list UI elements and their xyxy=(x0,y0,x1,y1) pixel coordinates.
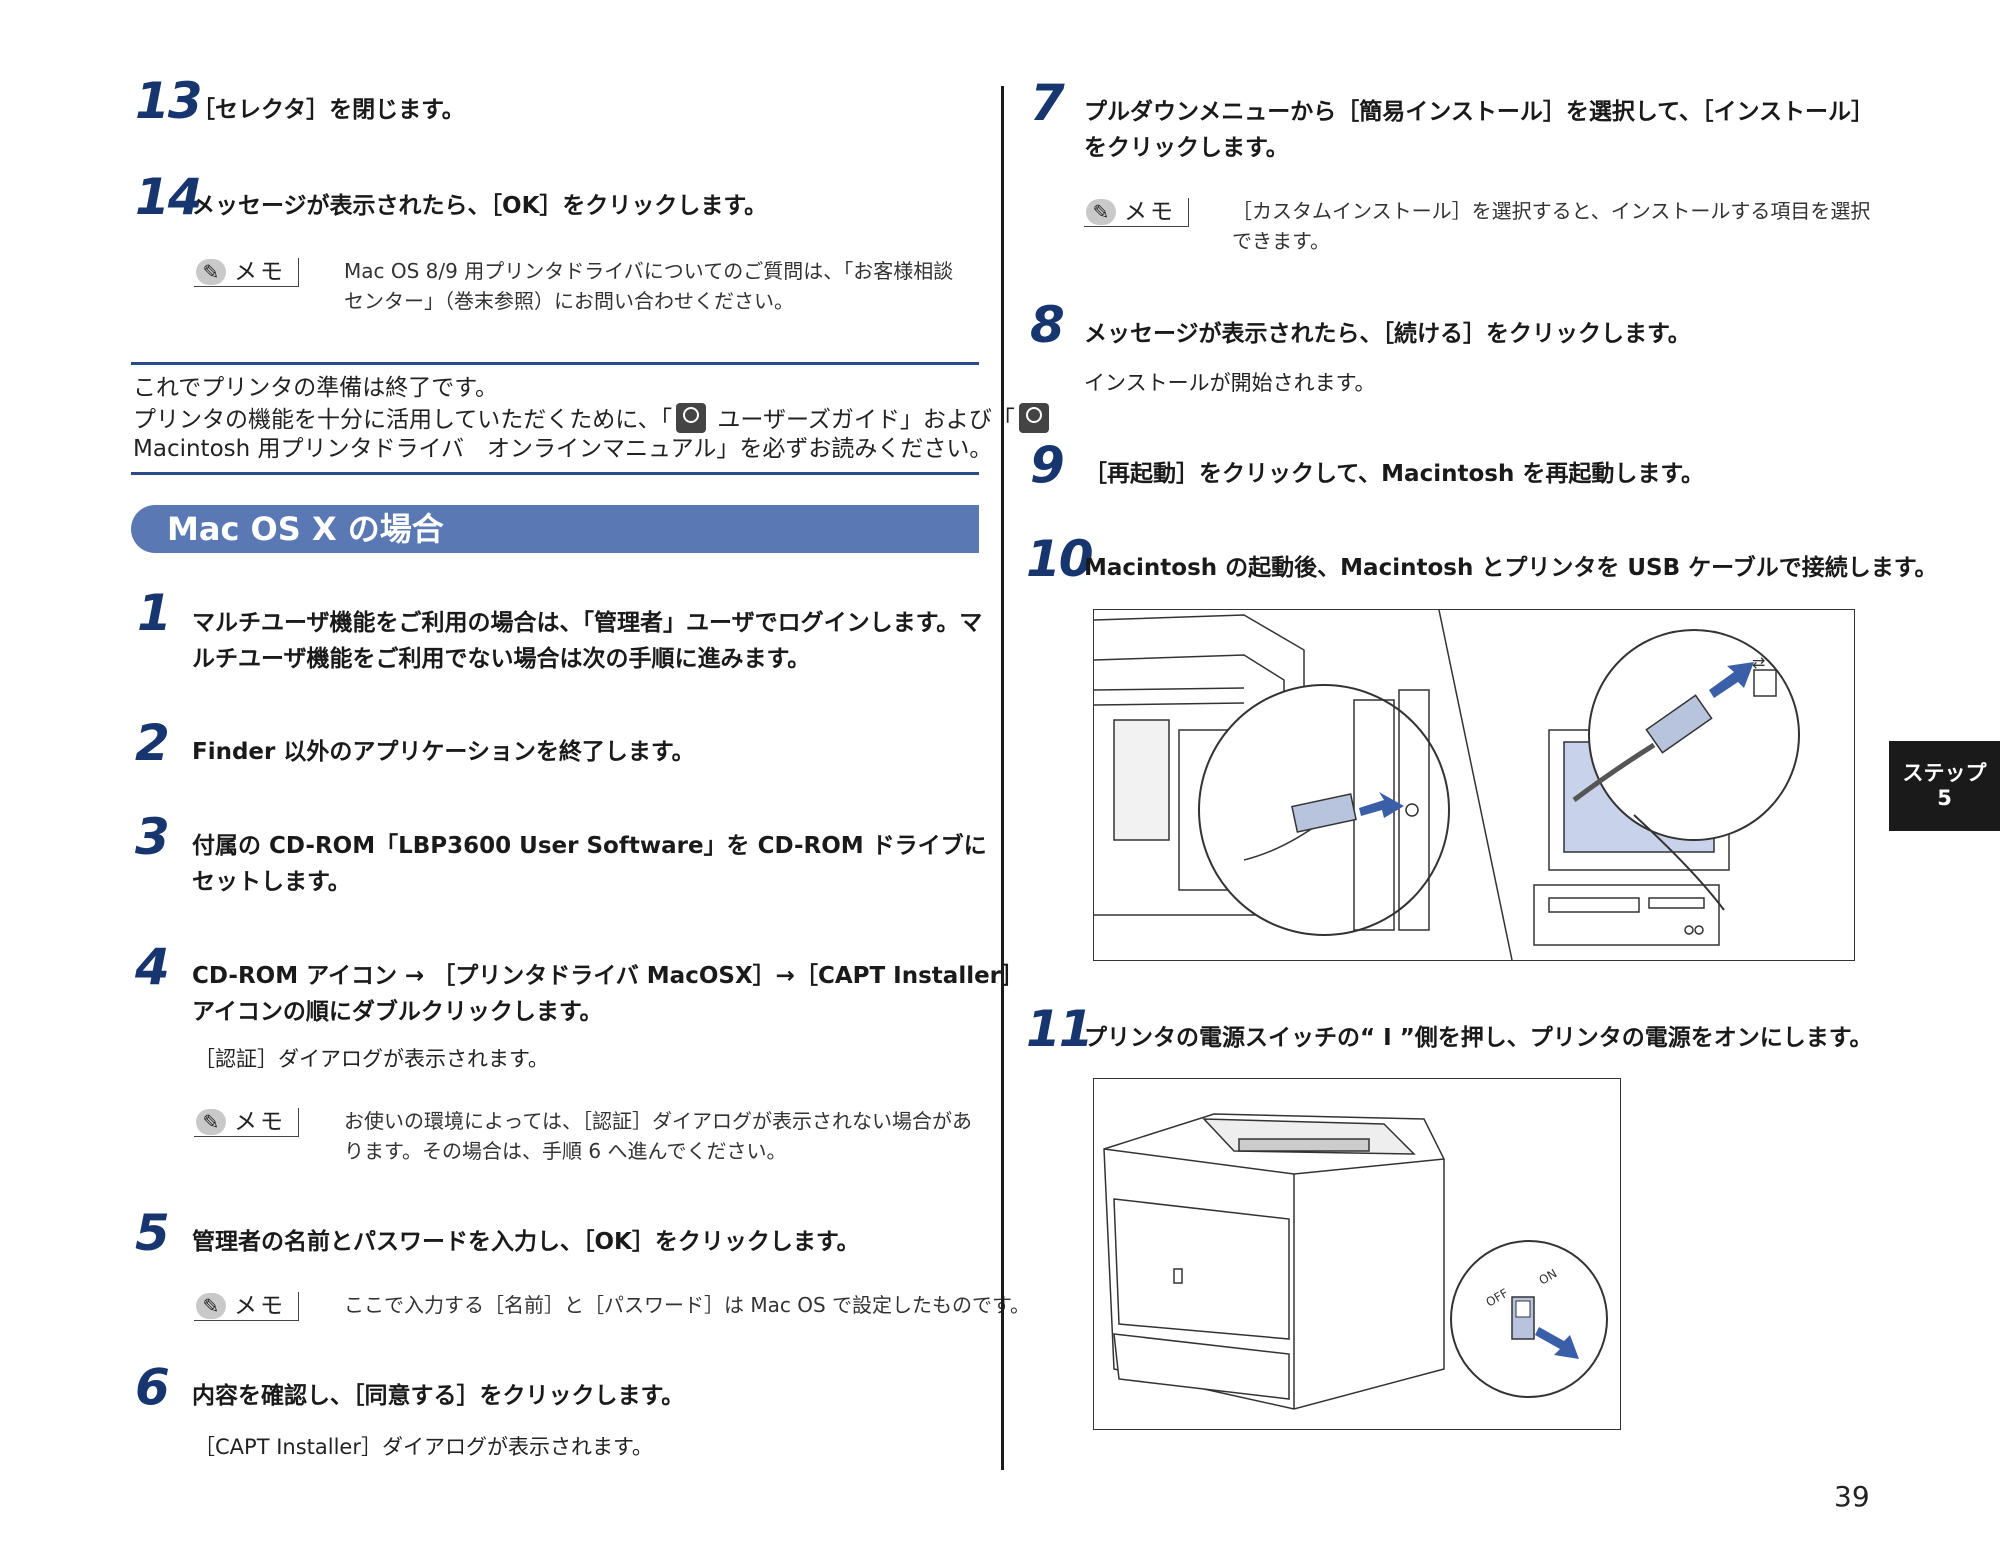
memo-text: Mac OS 8/9 用プリンタドライバについてのご質問は、「お客様相談 センタ… xyxy=(344,256,953,316)
usb-connection-figure: ⇄ xyxy=(1093,609,1855,961)
step-line: セットします。 xyxy=(192,869,351,895)
step-11-number: 11 xyxy=(1026,1000,1094,1058)
completion-notice: これでプリンタの準備は終了です。 プリンタの機能を十分に活用していただくために、… xyxy=(133,374,1049,464)
step-4-sub: ［認証］ダイアログが表示されます。 xyxy=(194,1047,549,1071)
step-4-number: 4 xyxy=(135,938,170,996)
step-10-number: 10 xyxy=(1026,530,1094,588)
section-title: Mac OS X の場合 xyxy=(167,510,444,548)
divider-bottom xyxy=(131,472,979,475)
memo-label: メモ xyxy=(234,1293,286,1319)
step-10-text: Macintosh の起動後、Macintosh とプリンタを USB ケーブル… xyxy=(1084,555,1938,581)
memo-line: ここで入力する［名前］と［パスワード］は Mac OS で設定したものです。 xyxy=(344,1293,1031,1317)
step-1-number: 1 xyxy=(137,584,172,642)
memo-line: ります。その場合は、手順 6 へ進んでください。 xyxy=(344,1139,787,1163)
printer-illustration: OFF ON xyxy=(1103,1113,1608,1410)
memo-label: メモ xyxy=(1124,199,1176,225)
step-line: CD-ROM アイコン → ［プリンタドライバ MacOSX］→［CAPT In… xyxy=(192,963,1025,989)
pencil-icon: ✎ xyxy=(1086,199,1116,225)
memo-line: できます。 xyxy=(1232,229,1330,253)
power-switch-figure: OFF ON xyxy=(1093,1078,1621,1430)
step-tab-label: ステップ xyxy=(1902,761,1987,785)
step-8-sub: インストールが開始されます。 xyxy=(1084,371,1376,395)
section-header: Mac OS X の場合 xyxy=(131,505,979,553)
memo-line: センター」（巻末参照）にお問い合わせください。 xyxy=(344,289,794,313)
memo-badge: ✎ メモ xyxy=(194,1108,299,1137)
memo-text: お使いの環境によっては、［認証］ダイアログが表示されない場合があ ります。その場… xyxy=(344,1106,972,1166)
step-11-text: プリンタの電源スイッチの“ I ”側を押し、プリンタの電源をオンにします。 xyxy=(1084,1025,1873,1051)
memo-line: Mac OS 8/9 用プリンタドライバについてのご質問は、「お客様相談 xyxy=(344,259,954,283)
usb-icon: ⇄ xyxy=(1752,653,1765,672)
step-4-text: CD-ROM アイコン → ［プリンタドライバ MacOSX］→［CAPT In… xyxy=(192,958,1024,1030)
step-13-number: 13 xyxy=(135,72,203,130)
memo-line: お使いの環境によっては、［認証］ダイアログが表示されない場合があ xyxy=(344,1109,972,1133)
memo-line: ［カスタムインストール］を選択すると、インストールする項目を選択 xyxy=(1232,199,1871,223)
cd-rom-icon xyxy=(1018,403,1049,433)
step-14-text: メッセージが表示されたら、［OK］をクリックします。 xyxy=(192,193,768,219)
step-14-number: 14 xyxy=(135,168,203,226)
cd-rom-icon xyxy=(676,403,707,433)
memo-text: ［カスタムインストール］を選択すると、インストールする項目を選択 できます。 xyxy=(1232,196,1870,256)
notice-line: Macintosh 用プリンタドライバ オンラインマニュアル」を必ずお読みくださ… xyxy=(133,436,993,462)
step-3-text: 付属の CD-ROM「LBP3600 User Software」を CD-RO… xyxy=(192,828,987,900)
step-tab-number: 5 xyxy=(1937,786,1952,810)
step-7-number: 7 xyxy=(1030,74,1065,132)
step-1-text: マルチユーザ機能をご利用の場合は、「管理者」ユーザでログインします。マ ルチユー… xyxy=(192,605,982,677)
step-2-number: 2 xyxy=(135,714,170,772)
step-tab: ステップ 5 xyxy=(1889,741,2000,831)
divider-top xyxy=(131,362,979,365)
memo-text: ここで入力する［名前］と［パスワード］は Mac OS で設定したものです。 xyxy=(344,1290,1030,1320)
step-6-sub: ［CAPT Installer］ダイアログが表示されます。 xyxy=(194,1435,653,1459)
step-line: アイコンの順にダブルクリックします。 xyxy=(192,999,603,1025)
step-5-number: 5 xyxy=(135,1204,170,1262)
memo-badge: ✎ メモ xyxy=(1084,198,1189,227)
step-line: プルダウンメニューから［簡易インストール］を選択して、［インストール］ xyxy=(1084,99,1875,125)
memo-label: メモ xyxy=(234,1109,286,1135)
step-9-text: ［再起動］をクリックして、Macintosh を再起動します。 xyxy=(1084,461,1705,487)
step-line: 付属の CD-ROM「LBP3600 User Software」を CD-RO… xyxy=(192,833,987,859)
memo-badge: ✎ メモ xyxy=(194,1292,299,1321)
step-6-text: 内容を確認し、［同意する］をクリックします。 xyxy=(192,1383,685,1409)
notice-line: プリンタの機能を十分に活用していただくために、「 ユーザーズガイド」および「 xyxy=(133,403,1049,435)
pencil-icon: ✎ xyxy=(196,1109,226,1135)
step-2-text: Finder 以外のアプリケーションを終了します。 xyxy=(192,739,695,765)
notice-text: ユーザーズガイド」および「 xyxy=(710,407,1015,433)
step-6-number: 6 xyxy=(135,1358,170,1416)
memo-label: メモ xyxy=(234,259,286,285)
step-3-number: 3 xyxy=(135,808,170,866)
notice-text: プリンタの機能を十分に活用していただくために、「 xyxy=(133,407,673,433)
step-line: ルチユーザ機能をご利用でない場合は次の手順に進みます。 xyxy=(192,646,811,672)
step-line: をクリックします。 xyxy=(1084,135,1289,161)
step-9-number: 9 xyxy=(1030,436,1065,494)
usb-illustration: ⇄ xyxy=(1094,610,1800,960)
step-7-text: プルダウンメニューから［簡易インストール］を選択して、［インストール］ をクリッ… xyxy=(1084,94,1874,166)
step-8-text: メッセージが表示されたら、［続ける］をクリックします。 xyxy=(1084,321,1691,347)
step-13-text: ［セレクタ］を閉じます。 xyxy=(192,97,465,123)
step-8-number: 8 xyxy=(1030,296,1065,354)
step-5-text: 管理者の名前とパスワードを入力し、［OK］をクリックします。 xyxy=(192,1229,860,1255)
memo-badge: ✎ メモ xyxy=(194,258,299,287)
column-divider xyxy=(1001,86,1004,1470)
page-number: 39 xyxy=(1834,1480,1870,1513)
notice-line: これでプリンタの準備は終了です。 xyxy=(133,375,499,401)
pencil-icon: ✎ xyxy=(196,1293,226,1319)
step-line: マルチユーザ機能をご利用の場合は、「管理者」ユーザでログインします。マ xyxy=(192,610,983,636)
pencil-icon: ✎ xyxy=(196,259,226,285)
